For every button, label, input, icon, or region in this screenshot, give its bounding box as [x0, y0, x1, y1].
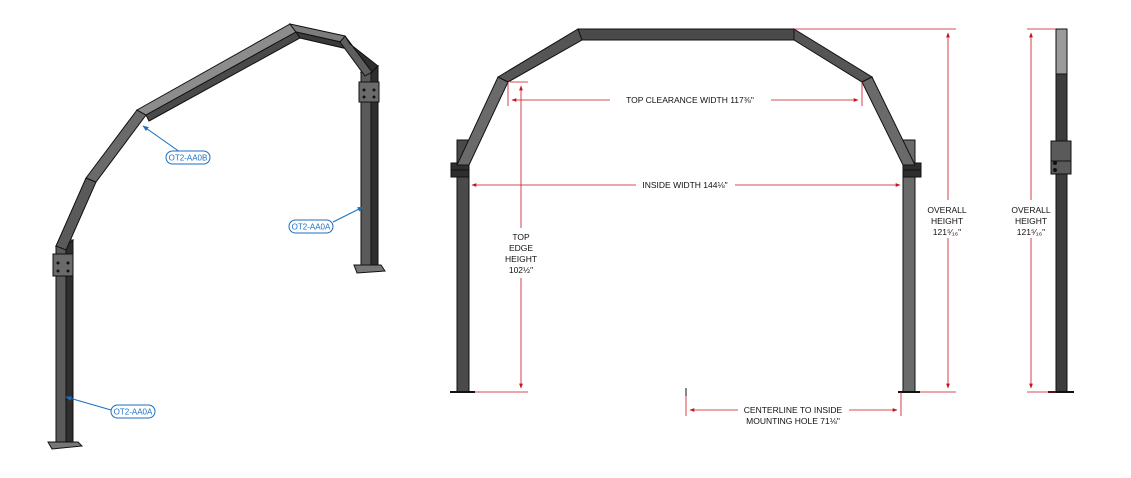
label-top-edge-2: EDGE [509, 243, 533, 253]
front-arch [456, 28, 916, 166]
iso-right-post [353, 65, 386, 274]
label-top-edge-3: HEIGHT [505, 254, 537, 264]
side-view: OVERALL HEIGHT 121⁵⁄₁₆" [1011, 28, 1074, 393]
dim-overall-height-side: OVERALL HEIGHT 121⁵⁄₁₆" [1011, 28, 1056, 393]
callout-right-post: OT2-AA0A [288, 206, 364, 234]
callout-label-left-post: OT2-AA0A [114, 408, 153, 417]
label-top-edge-4: 102½" [509, 265, 533, 275]
label-inside-width: INSIDE WIDTH 144⅛" [642, 180, 727, 190]
label-overall-side-2: HEIGHT [1015, 216, 1047, 226]
label-centerline-1: CENTERLINE TO INSIDE [744, 405, 843, 415]
label-overall-front-3: 121⁵⁄₁₆" [933, 227, 961, 237]
label-overall-side-3: 121⁵⁄₁₆" [1017, 227, 1045, 237]
label-overall-front-2: HEIGHT [931, 216, 963, 226]
front-right-post [898, 139, 922, 393]
dim-centerline: CENTERLINE TO INSIDE MOUNTING HOLE 71⅛" [685, 388, 902, 426]
label-top-clearance: TOP CLEARANCE WIDTH 117⅜" [626, 95, 754, 105]
front-view: TOP CLEARANCE WIDTH 117⅜" INSIDE WIDTH 1… [450, 28, 967, 426]
dim-top-edge-height: TOP EDGE HEIGHT 102½" [475, 81, 537, 393]
callout-label-upper-arch: OT2-AA0B [169, 154, 208, 163]
callout-label-right-post: OT2-AA0A [292, 223, 331, 232]
label-overall-side-1: OVERALL [1011, 205, 1050, 215]
label-centerline-2: MOUNTING HOLE 71⅛" [746, 416, 840, 426]
label-top-edge-1: TOP [512, 232, 530, 242]
callout-upper-arch: OT2-AA0B [142, 125, 211, 165]
isometric-view: OT2-AA0B OT2-AA0A OT2-AA0A [47, 23, 386, 450]
iso-left-post [47, 239, 84, 450]
label-overall-front-1: OVERALL [927, 205, 966, 215]
iso-arch-top [55, 23, 379, 251]
front-left-post [450, 139, 475, 393]
dim-inside-width: INSIDE WIDTH 144⅛" [471, 180, 901, 190]
dim-overall-height-front: OVERALL HEIGHT 121⁵⁄₁₆" [794, 28, 967, 393]
side-post [1048, 28, 1074, 393]
callout-left-post: OT2-AA0A [65, 396, 156, 419]
dim-top-clearance: TOP CLEARANCE WIDTH 117⅜" [507, 82, 863, 106]
